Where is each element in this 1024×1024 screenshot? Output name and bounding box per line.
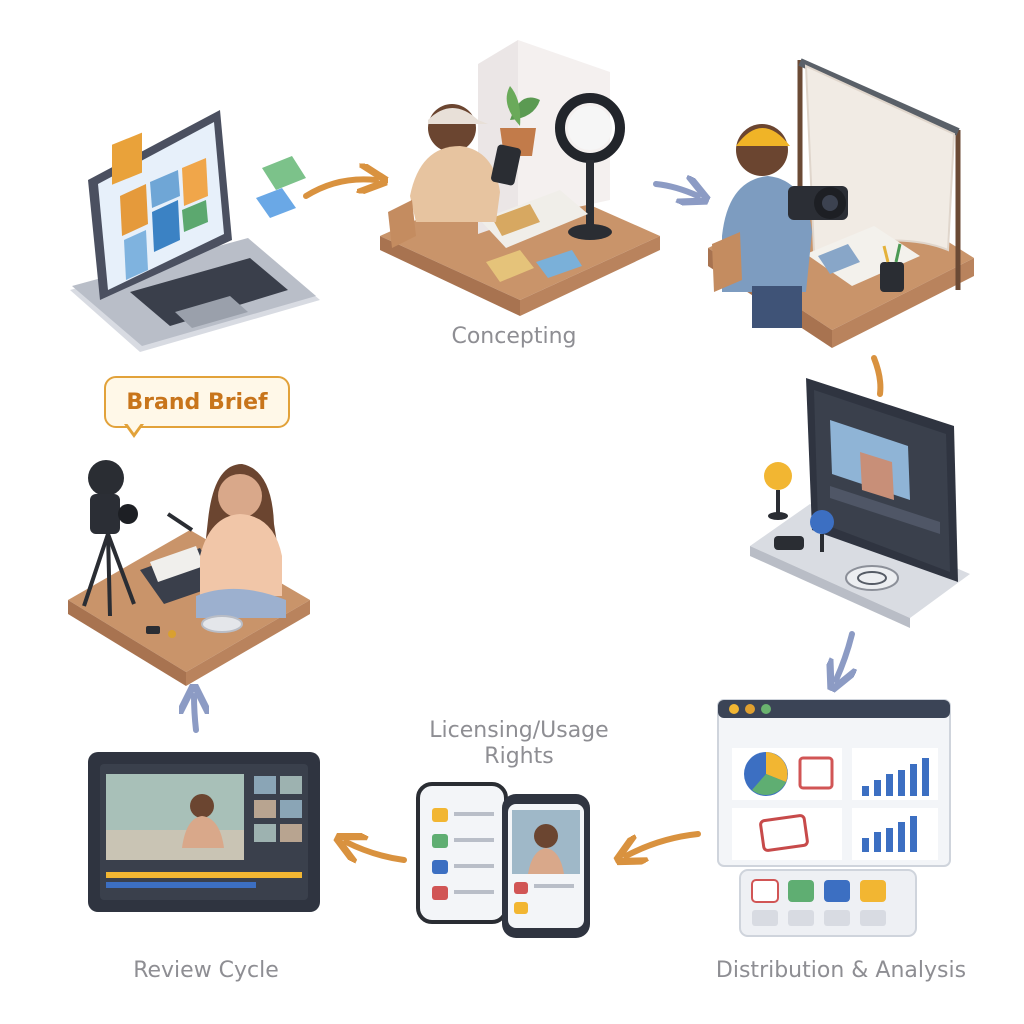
photoshoot-illustration: [708, 58, 974, 348]
editing-monitor-illustration: [750, 378, 970, 628]
arrow-licensing-to-review: [346, 842, 407, 860]
arrow-review-to-recording: [194, 696, 196, 733]
label-licensing-line-1: Licensing/Usage: [429, 718, 609, 743]
label-licensing: Licensing/Usage Rights: [404, 718, 634, 770]
sticky-note-green: [262, 156, 306, 190]
label-concepting: Concepting: [451, 324, 577, 349]
concepting-desk-illustration: [380, 40, 660, 316]
arrow-distribution-to-licensing: [626, 831, 701, 856]
label-brand-brief: Brand Brief: [126, 389, 268, 415]
laptop-illustration: [70, 110, 320, 352]
arrow-shoot-to-edit: [871, 355, 884, 397]
arrow-edit-to-distribution: [836, 631, 852, 680]
review-tablet-illustration: [88, 752, 320, 912]
arrow-brief-to-concepting: [303, 179, 376, 199]
brand-brief-bubble: Brand Brief: [104, 376, 290, 428]
sticky-note-blue: [256, 188, 296, 218]
licensing-phones-illustration: [416, 782, 590, 938]
label-review-cycle: Review Cycle: [133, 958, 279, 983]
label-distribution: Distribution & Analysis: [715, 958, 967, 983]
recording-desk-illustration: [68, 460, 310, 686]
dashboard-illustration: [717, 699, 951, 937]
arrow-concepting-to-shoot: [653, 184, 698, 196]
label-licensing-line-2: Rights: [484, 744, 554, 769]
bubble-tail-inner: [126, 422, 142, 433]
